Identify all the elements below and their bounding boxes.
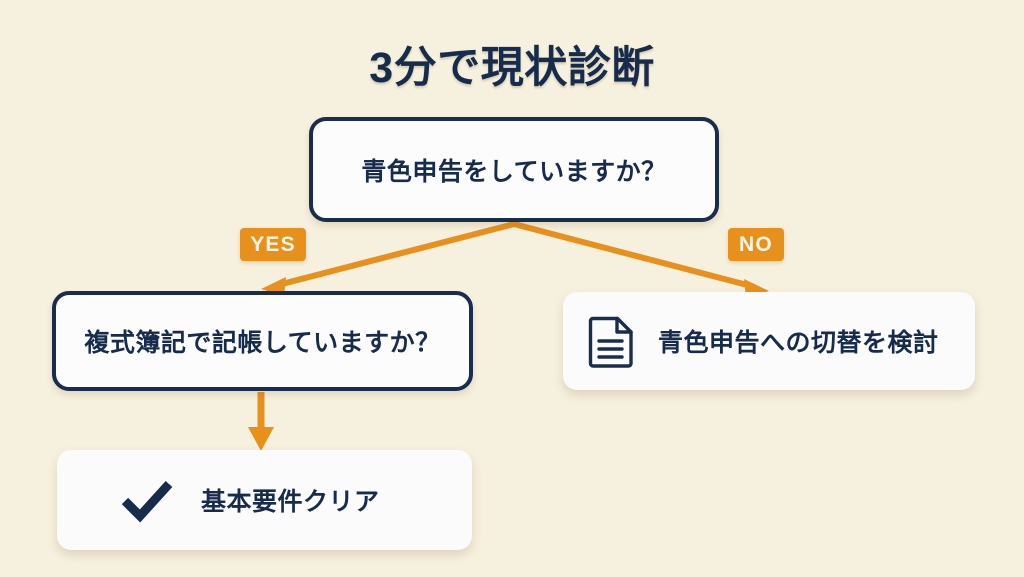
document-icon [588,313,636,369]
result-card-cleared[interactable]: 基本要件クリア [57,450,472,550]
page-title: 3分で現状診断 [369,44,655,92]
result-card-cleared-label: 基本要件クリア [201,488,380,516]
check-icon [119,476,175,524]
question-node-root-label: 青色申告をしていますか？ [361,157,667,186]
branch-badge-no[interactable]: NO [728,228,784,261]
result-card-switch[interactable]: 青色申告への切替を検討 [563,292,975,390]
result-card-switch-label: 青色申告への切替を検討 [658,329,939,357]
question-node-bookkeeping[interactable]: 複式簿記で記帳していますか？ [52,291,473,391]
branch-badge-yes[interactable]: YES [240,228,306,261]
arrow-down [248,392,274,451]
question-node-root[interactable]: 青色申告をしていますか？ [309,117,719,222]
question-node-bookkeeping-label: 複式簿記で記帳していますか？ [84,329,441,357]
